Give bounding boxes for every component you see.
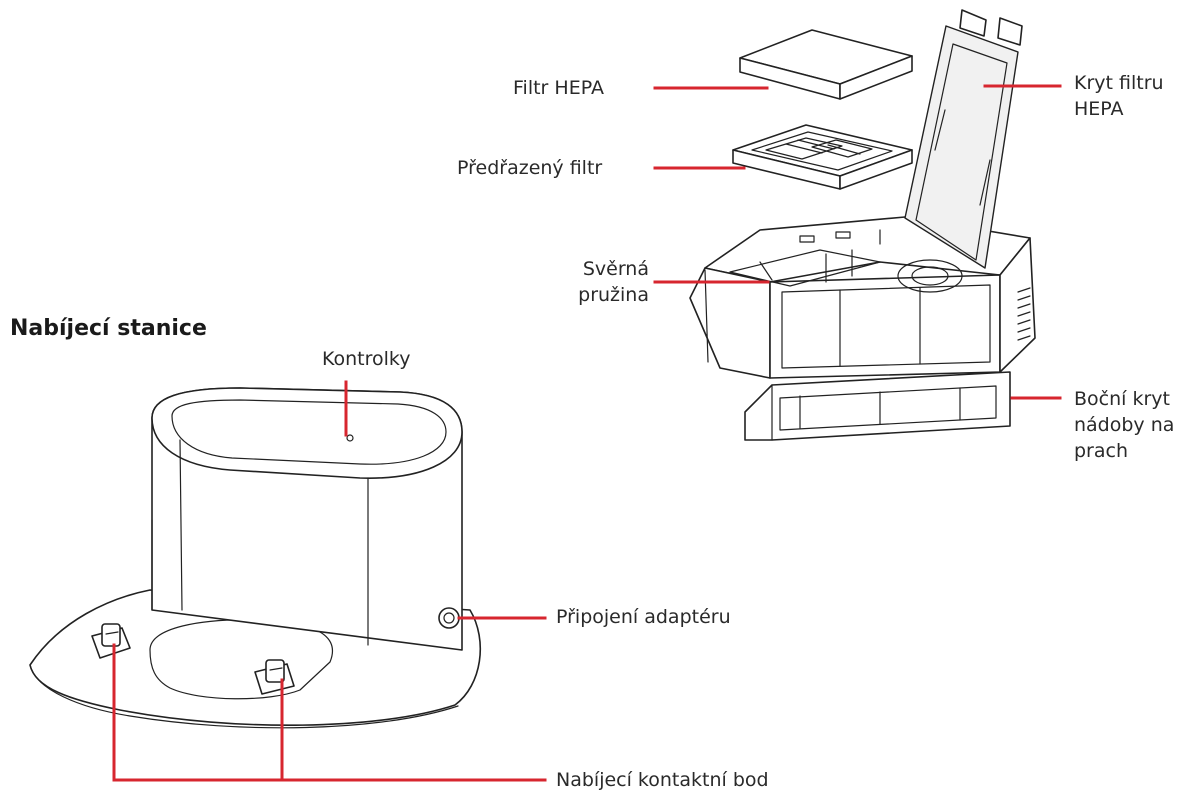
leader-lines	[112, 84, 1062, 782]
label-charging-contact: Nabíjecí kontaktní bod	[556, 769, 769, 791]
leader-charging-contact	[112, 643, 547, 782]
pre-filter-drawing	[732, 124, 913, 190]
label-side-cover: Boční kryt nádoby na prach	[1074, 388, 1175, 462]
section-title: Nabíjecí stanice	[10, 316, 207, 341]
label-clamp-spring: Svěrná pružina	[578, 258, 649, 306]
label-adapter-connection: Připojení adaptéru	[556, 606, 731, 628]
side-vents	[1017, 287, 1031, 341]
hepa-filter-drawing	[739, 29, 913, 100]
label-hepa-filter: Filtr HEPA	[513, 77, 604, 99]
charging-contact-right	[254, 659, 295, 695]
charging-station-drawing	[29, 387, 482, 729]
label-hepa-cover: Kryt filtru HEPA	[1074, 72, 1164, 120]
label-indicators: Kontrolky	[322, 348, 411, 370]
label-pre-filter: Předřazený filtr	[457, 157, 603, 179]
charging-contact-left	[91, 623, 131, 659]
